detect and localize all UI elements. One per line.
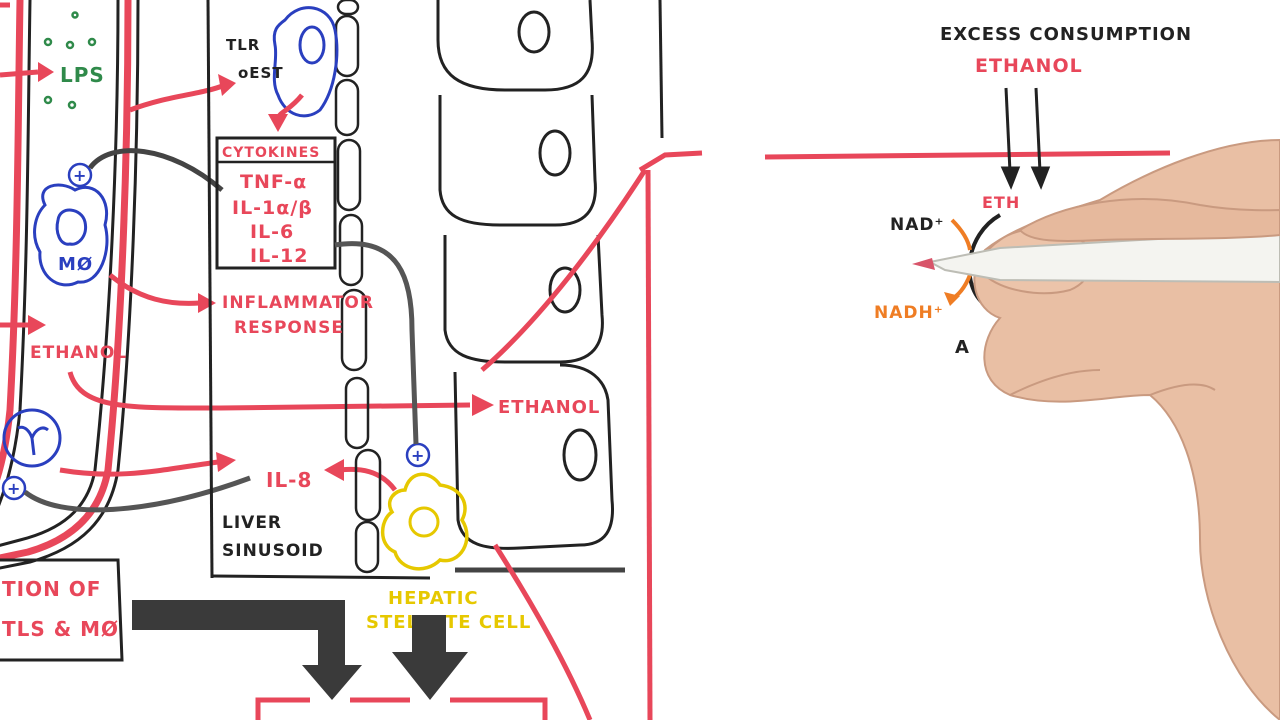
cytokine-il1: IL-1α/β xyxy=(232,197,313,219)
cytokines-title: CYTOKINES xyxy=(222,145,320,161)
tlr-label: TLR xyxy=(226,36,260,54)
inflammatory-label-2: RESPONSE xyxy=(234,318,344,338)
outcome-box xyxy=(255,697,548,720)
oest-label: oEST xyxy=(238,64,284,82)
line-macrophage-to-cytokines xyxy=(87,148,224,192)
line-cytokines-to-stellate xyxy=(334,241,419,445)
liver-sinusoid-label-2: SINUSOID xyxy=(222,541,324,561)
activation-box xyxy=(0,558,124,662)
arrow-into-ethanol xyxy=(0,315,46,335)
lps-dots xyxy=(43,11,97,110)
cytokine-tnf: TNF-α xyxy=(240,171,307,193)
arrow-ethanol-across xyxy=(67,371,494,416)
block-arrow-right xyxy=(392,615,468,700)
cytokines-box xyxy=(215,136,337,270)
zoom-frame-lines xyxy=(480,150,1171,720)
stellate-label-1: HEPATIC xyxy=(388,588,479,609)
nad-label: NAD⁺ xyxy=(890,215,944,235)
lps-label: LPS xyxy=(60,63,105,87)
il8-label: IL-8 xyxy=(266,468,312,492)
arrow-into-lps xyxy=(0,2,54,82)
ethanol-top-label: ETHANOL xyxy=(975,55,1083,77)
ethanol-partial-label: ETH xyxy=(982,193,1020,212)
hepatocytes xyxy=(436,0,615,550)
activation-label-2: TLS & MØ xyxy=(2,617,119,641)
svg-text:+: + xyxy=(73,166,87,185)
macrophage-label: MØ xyxy=(58,254,93,275)
block-arrow-left xyxy=(132,600,362,700)
nadh-label: NADH⁺ xyxy=(874,303,944,323)
hand-with-marker xyxy=(912,138,1280,720)
arrows-down-to-cell xyxy=(1000,87,1051,190)
arrow-neutrophil-to-sinusoid xyxy=(59,452,236,477)
ethanol-hepatocyte-label: ETHANOL xyxy=(498,397,600,418)
acetaldehyde-left-label: A xyxy=(955,337,970,358)
activation-label-1: TION OF xyxy=(2,577,101,601)
endothelial-cells xyxy=(334,0,382,574)
line-neutrophil-bottom xyxy=(23,475,251,513)
kupffer-cell xyxy=(272,6,339,118)
liver-sinusoid-label-1: LIVER xyxy=(222,513,282,533)
ethanol-vessel-label: ETHANOL xyxy=(30,343,127,363)
excess-consumption-label: EXCESS CONSUMPTION xyxy=(940,24,1192,45)
svg-text:+: + xyxy=(7,479,21,498)
stellate-label-2: STELLATE CELL xyxy=(366,612,531,633)
arrow-to-inflammatory xyxy=(108,273,216,313)
plus-marker-1: + xyxy=(67,162,93,188)
plus-marker-2: + xyxy=(1,475,27,501)
plus-marker-3: + xyxy=(405,442,431,468)
cytokine-il12: IL-12 xyxy=(250,245,309,267)
arrow-lps-to-tlr xyxy=(129,74,236,113)
stellate-cell xyxy=(380,472,469,571)
macrophage-cell xyxy=(33,183,109,287)
cytokine-il6: IL-6 xyxy=(250,221,294,243)
sinusoid-walls xyxy=(206,0,664,580)
arrow-kupffer-to-cytokines xyxy=(268,93,304,132)
svg-text:+: + xyxy=(411,446,425,465)
arrow-stellate-to-il8 xyxy=(324,459,397,492)
neutrophil-cell xyxy=(2,408,62,468)
inflammatory-label-1: INFLAMMATOR xyxy=(222,293,374,313)
